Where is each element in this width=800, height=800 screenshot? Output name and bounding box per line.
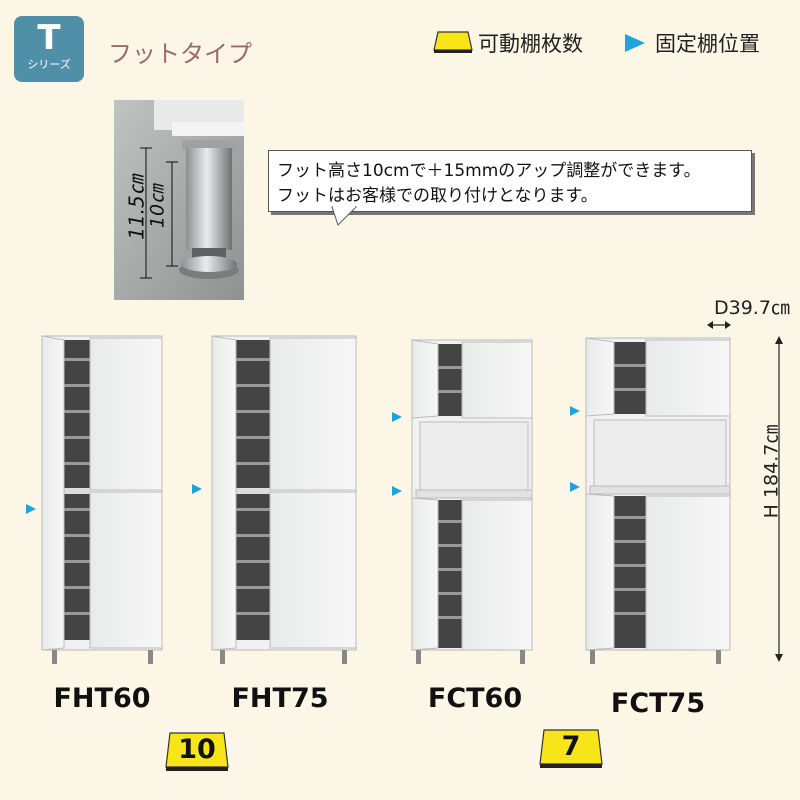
shelf-count-badge-fct	[539, 729, 603, 768]
model-label-fht75: FHT75	[231, 683, 329, 714]
cabinet-fht60	[41, 335, 163, 664]
series-letter: T	[37, 18, 61, 58]
shelf-count-badge-fht	[165, 732, 229, 771]
cabinet-fht75	[211, 335, 357, 664]
note-callout	[268, 150, 752, 212]
cabinet-fct60	[411, 339, 533, 664]
model-label-fct60: FCT60	[427, 683, 523, 714]
legend-fixed-shelf: 固定棚位置	[655, 32, 760, 56]
depth-arrow	[707, 321, 731, 329]
type-title: フットタイプ	[108, 40, 252, 68]
movable-shelf-icon	[433, 31, 473, 53]
cabinet-fct75	[585, 337, 731, 664]
fixed-shelf-marker-fct60-lower	[392, 486, 402, 496]
fixed-shelf-marker-fct60-upper	[392, 412, 402, 422]
fixed-shelf-marker-fct75-upper	[570, 406, 580, 416]
model-label-fct75: FCT75	[610, 688, 706, 719]
series-label: シリーズ	[27, 58, 71, 71]
series-badge: T シリーズ	[14, 16, 84, 82]
depth-label: D39.7㎝	[714, 297, 790, 319]
fixed-shelf-markers	[26, 406, 580, 514]
fixed-shelf-marker-fht75	[192, 484, 202, 494]
note-line-2: フットはお客様での取り付けとなります。	[277, 186, 598, 206]
height-arrow	[775, 336, 783, 662]
fixed-shelf-marker-fct75-lower	[570, 482, 580, 492]
foot-height-label: 10㎝	[146, 184, 169, 229]
foot-photo	[114, 100, 244, 300]
model-label-fht60: FHT60	[53, 683, 151, 714]
cabinet-illustrations	[26, 335, 731, 664]
legend-movable-shelves: 可動棚枚数	[478, 32, 583, 56]
callout-pointer	[331, 205, 358, 226]
shelf-count-fct: 7	[561, 731, 581, 762]
fixed-shelf-marker-icon	[625, 34, 645, 52]
fixed-shelf-marker-fht60	[26, 504, 36, 514]
note-line-1: フット高さ10cmで＋15mmのアップ調整ができます。	[277, 161, 701, 181]
shelf-count-fht: 10	[178, 734, 216, 765]
